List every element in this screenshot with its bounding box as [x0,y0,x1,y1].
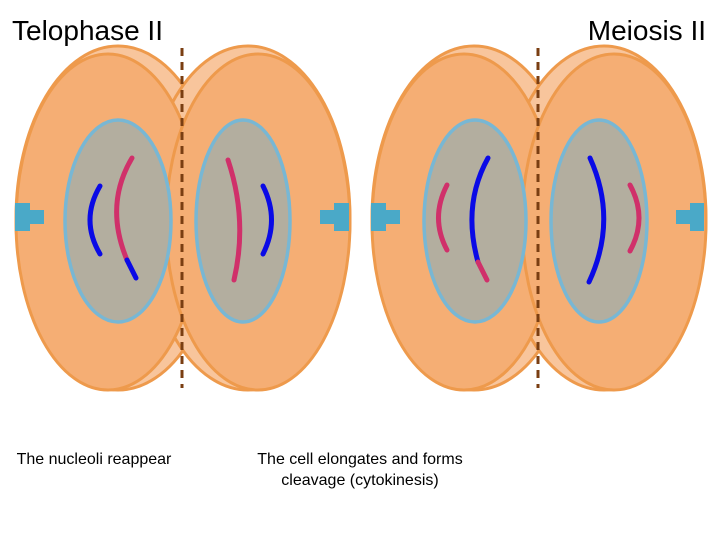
chromatid-magenta [114,155,135,263]
chromatid-blue [87,183,103,257]
centrosome-icon [371,203,400,231]
centrosome-icon [15,203,44,231]
dividing-cell-left [14,44,352,392]
chromatid-magenta [225,157,243,283]
chromatid-blue [260,183,274,257]
daughter-nucleus [63,118,173,324]
chromatid-blue-tip [124,257,139,281]
chromatid-magenta [436,182,450,253]
daughter-nucleus [549,118,649,324]
daughter-nucleus [194,118,292,324]
stage-title: Telophase II [12,15,163,46]
chromatid-blue [469,155,491,265]
centrosome-icon [676,203,704,231]
chromatid-magenta-tip [475,259,490,283]
chromatid-blue [586,155,607,285]
daughter-nucleus [422,118,528,324]
centrosome-icon [320,203,349,231]
chromatid-magenta [627,182,642,254]
process-title: Meiosis II [587,15,706,46]
dividing-cell-right [370,44,708,392]
caption-nucleoli-reappear: The nucleoli reappear [16,451,172,468]
caption-cytokinesis: The cell elongates and forms cleavage (c… [257,451,463,489]
